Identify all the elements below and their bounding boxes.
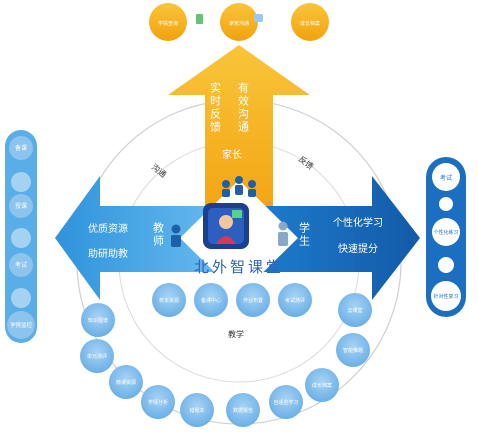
top-item-circle[interactable]	[149, 3, 187, 41]
left-items: 备课 授课 考试 学情监控	[7, 136, 35, 339]
bottom-circle-label: 智能推题	[343, 347, 363, 354]
right-item-label: 个性化练习	[433, 229, 458, 236]
bottom-circle[interactable]	[269, 385, 303, 419]
bottom-circle[interactable]	[278, 283, 312, 317]
bottom-circle[interactable]	[81, 303, 115, 337]
left-item-label: 授课	[15, 202, 27, 210]
bottom-circle-label: 校本资源	[159, 297, 179, 304]
left-item-label: 考试	[15, 261, 27, 269]
parent-feature-2: 有效沟通	[237, 81, 250, 134]
bottom-circle-label: 错题本	[189, 407, 204, 414]
left-item-circle[interactable]	[11, 288, 31, 308]
top-items: 学情查询 家校沟通 成长档案	[149, 3, 329, 41]
left-item-circle[interactable]	[11, 228, 31, 248]
bottom-circle-label: 知识图谱	[88, 317, 108, 324]
right-item-circle[interactable]	[431, 281, 461, 311]
student-arrow	[243, 176, 420, 300]
bottom-circle[interactable]	[194, 283, 228, 317]
bottom-circles: 校本资源 备课中心 作业布置 考试测评 云课堂 知识图谱 单元测评 微课资源 学…	[80, 283, 372, 427]
left-item-label: 学情监控	[10, 321, 33, 329]
bottom-circle-label: 成长档案	[312, 382, 332, 389]
bottom-circle-label: 考试测评	[285, 297, 305, 304]
bottom-circle-label: 学情分析	[148, 399, 168, 406]
bottom-circle-label: 单元测评	[87, 353, 107, 360]
bottom-circle[interactable]	[305, 368, 339, 402]
ring-label-left: 沟通	[150, 162, 169, 180]
bottom-circle[interactable]	[236, 283, 270, 317]
teacher-feature-1: 优质资源	[88, 222, 128, 235]
right-items: 考试 个性化练习 针对性复习	[431, 163, 461, 311]
bottom-circle[interactable]	[152, 283, 186, 317]
bottom-circle[interactable]	[109, 365, 143, 399]
left-item-circle[interactable]	[9, 194, 33, 218]
right-item-label: 考试	[440, 174, 452, 182]
bottom-circle-label: 数据报告	[233, 407, 253, 414]
teacher-label: 教师	[152, 222, 165, 248]
parent-arrow	[168, 45, 310, 230]
teacher-feature-2: 助研助教	[88, 247, 128, 260]
left-item-circle[interactable]	[9, 253, 33, 277]
bottom-circle-label: 云课堂	[347, 307, 362, 314]
right-item-circle[interactable]	[432, 218, 460, 246]
right-item-circle[interactable]	[438, 257, 454, 273]
student-feature-1: 个性化学习	[333, 216, 383, 229]
student-icon	[278, 221, 288, 246]
bottom-circle-label: 自适应学习	[273, 399, 298, 406]
logo-text: 北外智课堂	[194, 258, 284, 276]
bottom-circle[interactable]	[338, 293, 372, 327]
bottom-circle[interactable]	[226, 393, 260, 427]
student-label: 学生	[298, 221, 311, 248]
teacher-icon	[171, 224, 181, 247]
top-item-label: 成长档案	[300, 20, 320, 27]
top-item-label: 学情查询	[158, 20, 178, 27]
ring-label-bottom: 教学	[228, 329, 244, 339]
bottom-circle[interactable]	[141, 385, 175, 419]
bottom-circle[interactable]	[180, 393, 214, 427]
ring-label-right: 反馈	[297, 154, 316, 172]
bottom-circle-label: 备课中心	[201, 297, 221, 304]
left-item-circle[interactable]	[7, 311, 35, 339]
bottom-circle[interactable]	[336, 333, 370, 367]
parent-label: 家长	[222, 148, 242, 161]
bottom-circle[interactable]	[80, 339, 114, 373]
top-item-circle[interactable]	[220, 3, 258, 41]
right-item-circle[interactable]	[439, 197, 453, 211]
bottom-circle-label: 微课资源	[116, 379, 136, 386]
left-item-label: 备课	[15, 144, 27, 152]
top-item-label: 家校沟通	[229, 20, 249, 27]
parent-feature-1: 实时反馈	[209, 81, 222, 134]
right-item-circle[interactable]	[432, 163, 460, 191]
left-item-circle[interactable]	[11, 172, 31, 192]
right-item-label: 针对性复习	[433, 293, 458, 300]
teacher-arrow	[55, 176, 235, 300]
parent-icon	[222, 176, 256, 197]
top-item-circle[interactable]	[291, 3, 329, 41]
student-feature-2: 快速提分	[338, 243, 378, 255]
bottom-circle-label: 作业布置	[243, 297, 263, 304]
left-item-circle[interactable]	[9, 136, 33, 160]
